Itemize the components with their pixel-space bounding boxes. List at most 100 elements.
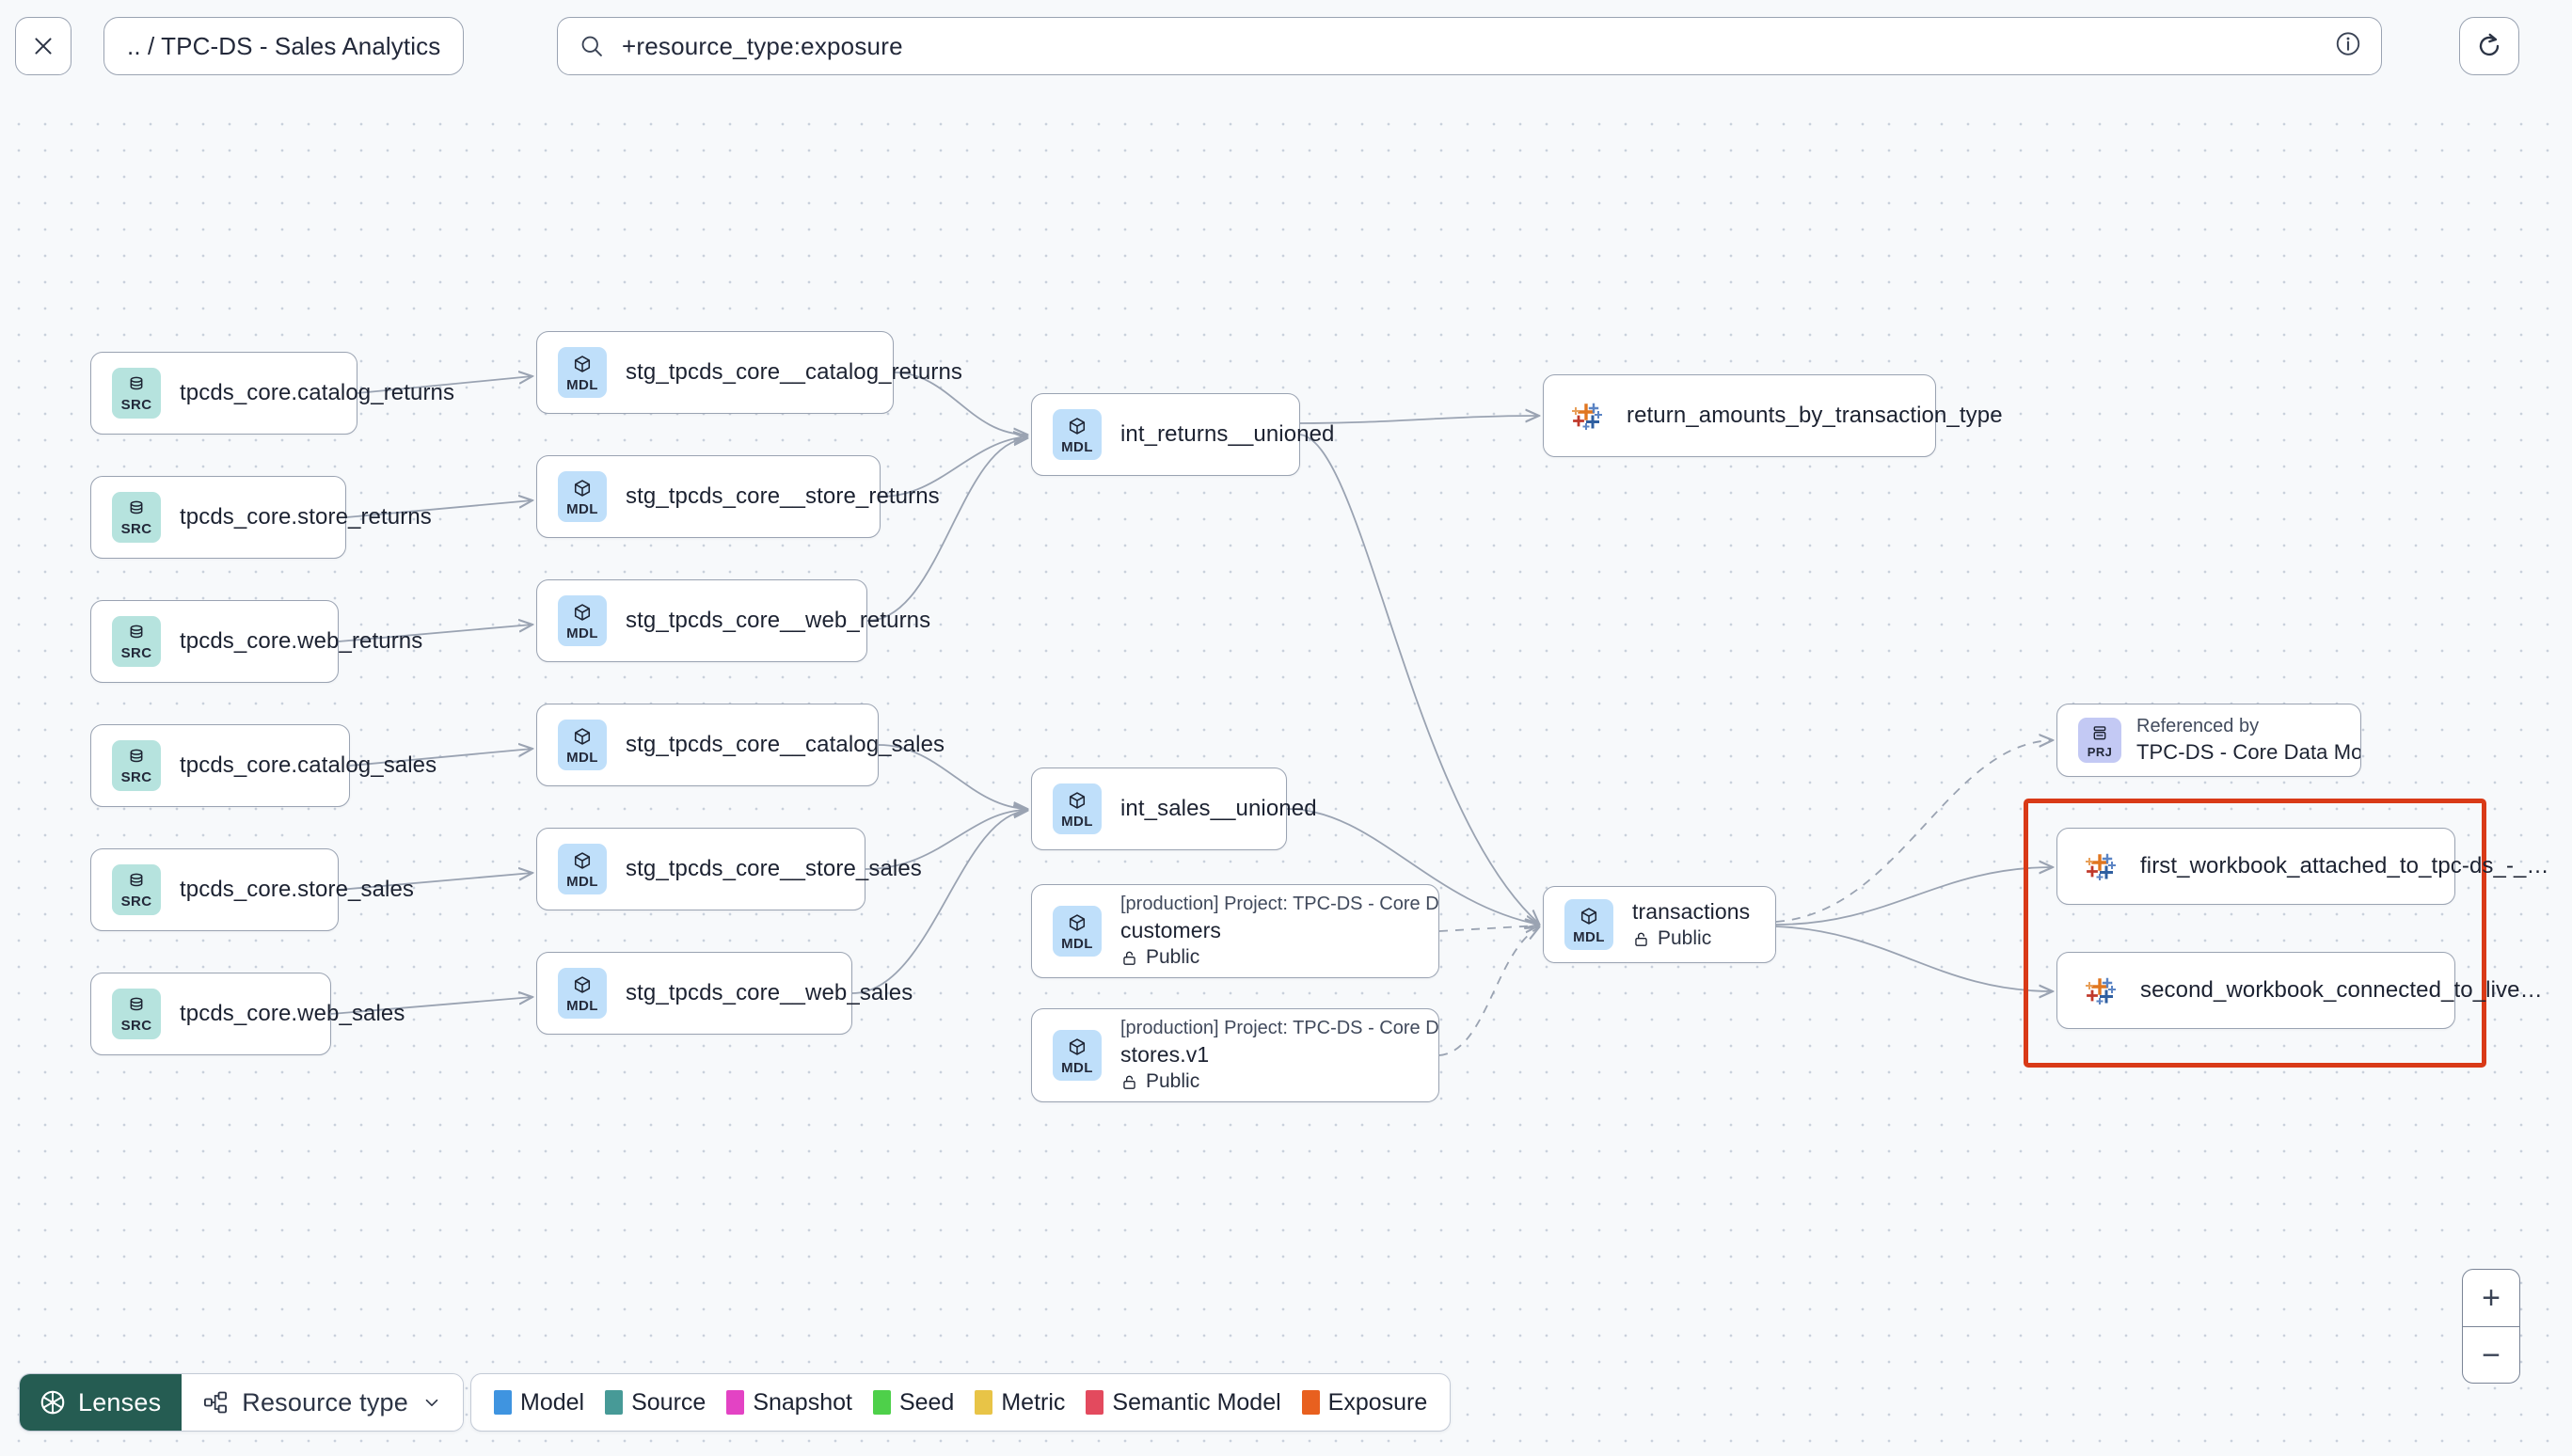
node-src-web-returns[interactable]: SRC tpcds_core.web_returns	[90, 600, 422, 683]
legend-swatch	[872, 1390, 891, 1415]
node-stg-web-returns[interactable]: MDL stg_tpcds_core__web_returns	[536, 579, 930, 662]
node-mdl-transactions[interactable]: MDL transactions Public	[1543, 886, 1776, 963]
prj-badge: PRJ	[2078, 718, 2121, 763]
node-label: first_workbook_attached_to_tpc-ds_-_…	[2140, 853, 2549, 878]
tableau-icon	[2082, 847, 2120, 885]
legend-item-exposure[interactable]: Exposure	[1301, 1388, 1428, 1416]
node-label: tpcds_core.catalog_sales	[180, 752, 437, 778]
node-src-store-returns[interactable]: SRC tpcds_core.store_returns	[90, 476, 432, 559]
badge-label: SRC	[120, 521, 152, 537]
resource-type-dropdown[interactable]: Resource type	[182, 1374, 463, 1431]
visibility-badge: Public	[1120, 1070, 1438, 1093]
legend-label: Exposure	[1327, 1388, 1428, 1416]
visibility-label: Public	[1658, 927, 1712, 949]
node-stg-store-returns[interactable]: MDL stg_tpcds_core__store_returns	[536, 455, 940, 538]
badge-label: MDL	[566, 376, 598, 393]
node-exposure-return-amounts[interactable]: return_amounts_by_transaction_type	[1543, 374, 2003, 457]
cube-icon	[574, 727, 591, 745]
database-icon	[130, 625, 143, 639]
node-label: tpcds_core.web_returns	[180, 628, 423, 654]
visibility-badge: Public	[1120, 946, 1438, 969]
src-badge: SRC	[112, 616, 161, 667]
node-exposure-first-workbook[interactable]: first_workbook_attached_to_tpc-ds_-_…	[2056, 828, 2549, 905]
node-label: return_amounts_by_transaction_type	[1627, 403, 2003, 428]
node-label: tpcds_core.web_sales	[180, 1001, 405, 1026]
node-project-label: [production] Project: TPC-DS - Core Data…	[1120, 894, 1438, 914]
badge-label: SRC	[120, 894, 152, 910]
node-src-store-sales[interactable]: SRC tpcds_core.store_sales	[90, 848, 414, 931]
bottom-toolbar: Lenses Resource type Model	[0, 1354, 2572, 1456]
node-body: [production] Project: TPC-DS - Core Data…	[1120, 894, 1438, 969]
cube-icon	[1069, 913, 1086, 931]
node-stg-web-sales[interactable]: MDL stg_tpcds_core__web_sales	[536, 952, 913, 1035]
node-src-catalog-sales[interactable]: SRC tpcds_core.catalog_sales	[90, 724, 437, 807]
legend-item-source[interactable]: Source	[605, 1389, 706, 1416]
cube-icon	[574, 851, 591, 869]
legend-item-snapshot[interactable]: Snapshot	[726, 1389, 852, 1416]
node-stg-store-sales[interactable]: MDL stg_tpcds_core__store_sales	[536, 828, 922, 910]
breadcrumb[interactable]: .. / TPC-DS - Sales Analytics	[103, 17, 465, 75]
node-src-web-sales[interactable]: SRC tpcds_core.web_sales	[90, 973, 405, 1055]
cube-icon	[574, 603, 591, 621]
legend-item-metric[interactable]: Metric	[975, 1389, 1065, 1416]
node-mdl-stores-v1[interactable]: MDL [production] Project: TPC-DS - Core …	[1031, 1008, 1439, 1102]
node-int-returns-unioned[interactable]: MDL int_returns__unioned	[1031, 393, 1334, 476]
mdl-badge: MDL	[558, 968, 607, 1019]
legend-label: Seed	[898, 1388, 955, 1416]
cube-icon	[1069, 1037, 1086, 1055]
legend-item-seed[interactable]: Seed	[872, 1388, 955, 1416]
node-label: stores.v1	[1120, 1042, 1210, 1067]
refresh-icon	[2479, 33, 2500, 56]
node-mdl-customers[interactable]: MDL [production] Project: TPC-DS - Core …	[1031, 884, 1439, 978]
node-label: TPC-DS - Core Data Models	[2136, 740, 2360, 764]
legend-item-model[interactable]: Model	[494, 1389, 584, 1416]
node-body: [production] Project: TPC-DS - Core Data…	[1120, 1018, 1438, 1093]
mdl-badge: MDL	[558, 595, 607, 646]
node-body: Referenced by TPC-DS - Core Data Models	[2136, 716, 2360, 765]
zoom-controls[interactable]: + −	[2462, 1269, 2520, 1384]
node-label: customers	[1120, 918, 1221, 942]
legend-label: Source	[631, 1388, 707, 1416]
cube-icon	[574, 355, 591, 372]
info-icon[interactable]	[2334, 30, 2362, 63]
node-int-sales-unioned[interactable]: MDL int_sales__unioned	[1031, 768, 1317, 850]
database-icon	[130, 376, 143, 390]
node-exposure-second-workbook[interactable]: second_workbook_connected_to_live…	[2056, 952, 2543, 1029]
node-stg-catalog-sales[interactable]: MDL stg_tpcds_core__catalog_sales	[536, 704, 945, 786]
badge-label: MDL	[566, 997, 598, 1014]
database-icon	[130, 500, 143, 514]
node-stg-catalog-returns[interactable]: MDL stg_tpcds_core__catalog_returns	[536, 331, 962, 414]
badge-label: SRC	[120, 1018, 152, 1034]
legend-label: Snapshot	[753, 1388, 852, 1416]
badge-label: MDL	[1061, 438, 1093, 455]
refresh-button[interactable]	[2459, 17, 2519, 75]
src-badge: SRC	[112, 989, 161, 1039]
node-label: tpcds_core.store_returns	[180, 504, 432, 530]
node-label: second_workbook_connected_to_live…	[2140, 977, 2543, 1003]
node-label: stg_tpcds_core__store_returns	[626, 483, 940, 509]
node-src-catalog-returns[interactable]: SRC tpcds_core.catalog_returns	[90, 352, 454, 435]
node-prj-referenced-by[interactable]: PRJ Referenced by TPC-DS - Core Data Mod…	[2056, 704, 2361, 777]
badge-label: MDL	[566, 749, 598, 766]
node-body: transactions Public	[1632, 899, 1750, 950]
badge-label: MDL	[566, 873, 598, 890]
close-button[interactable]	[15, 17, 71, 75]
badge-label: MDL	[1061, 1059, 1093, 1076]
node-label: stg_tpcds_core__catalog_sales	[626, 732, 945, 757]
zoom-out-button[interactable]: −	[2482, 1337, 2501, 1373]
database-icon	[130, 873, 143, 887]
breadcrumb-label: .. / TPC-DS - Sales Analytics	[127, 31, 441, 60]
legend-swatch	[1086, 1390, 1104, 1415]
tableau-icon	[2082, 972, 2120, 1009]
legend-label: Metric	[1001, 1388, 1066, 1416]
search-input[interactable]: +resource_type:exposure	[557, 17, 2382, 75]
visibility-label: Public	[1146, 1070, 1200, 1092]
mdl-badge: MDL	[1053, 783, 1102, 834]
lenses-button[interactable]: Lenses	[20, 1374, 183, 1431]
lenses-label: Lenses	[78, 1387, 162, 1416]
zoom-in-button[interactable]: +	[2463, 1270, 2519, 1327]
legend-item-semantic-model[interactable]: Semantic Model	[1086, 1389, 1281, 1416]
badge-label: SRC	[120, 769, 152, 785]
mdl-badge: MDL	[1053, 409, 1102, 460]
